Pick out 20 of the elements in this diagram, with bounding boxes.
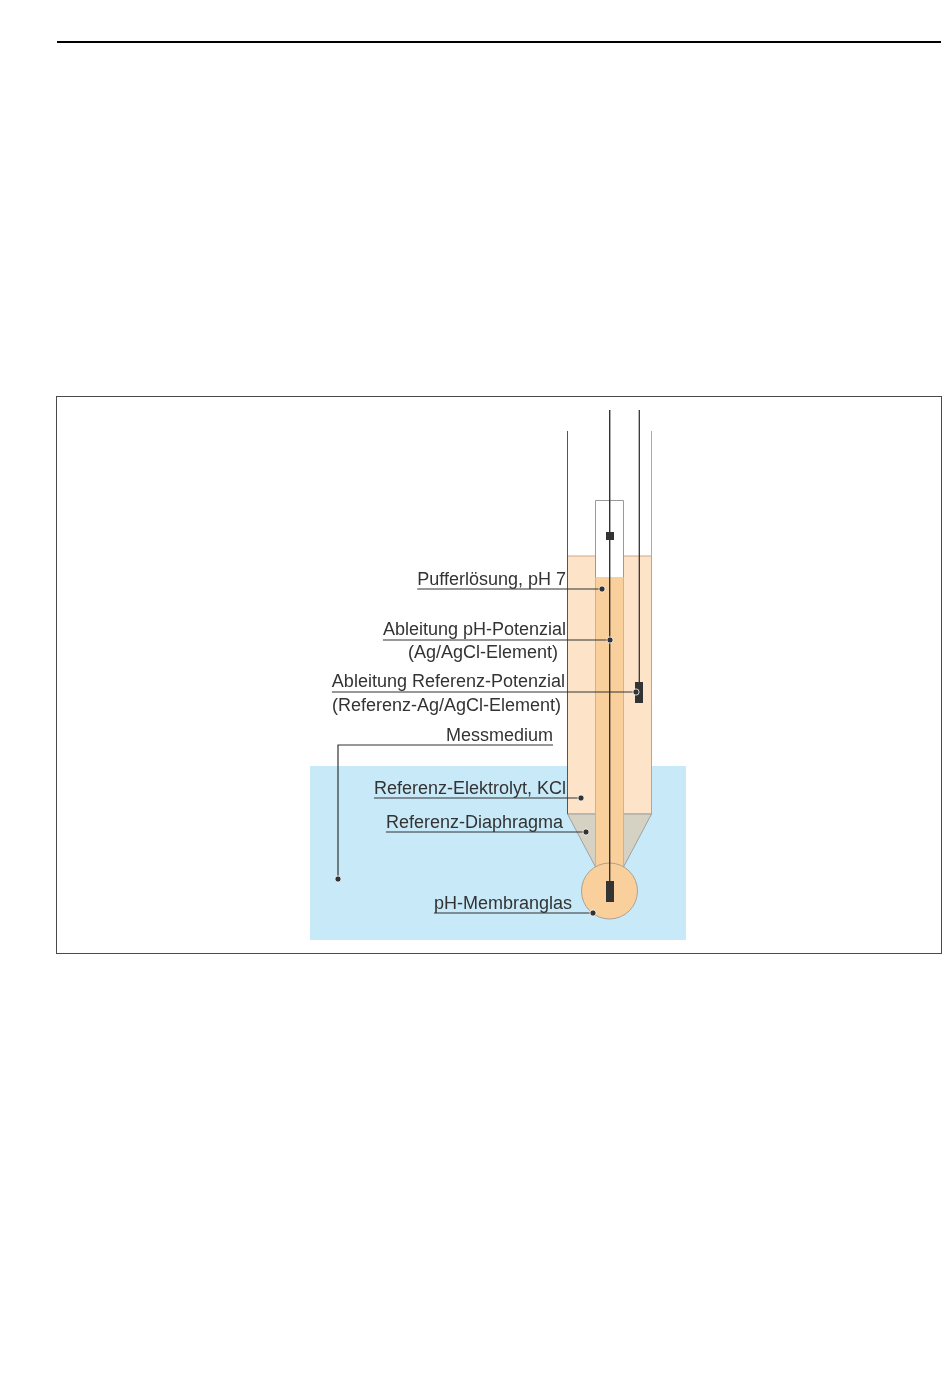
leader-line bbox=[382, 636, 614, 644]
leader-line bbox=[385, 828, 590, 836]
callout-label: Pufferlösung, pH 7 bbox=[417, 569, 566, 589]
callout-label: Ableitung pH-Potenzial bbox=[382, 619, 566, 639]
leader-line bbox=[433, 909, 597, 917]
callout-label: (Ag/AgCl-Element) bbox=[407, 642, 558, 662]
callout-label: pH-Membranglas bbox=[433, 893, 572, 913]
callout-label: Referenz-Diaphragma bbox=[385, 812, 563, 832]
callout-label: (Referenz-Ag/AgCl-Element) bbox=[331, 695, 561, 715]
leader-line bbox=[331, 688, 640, 696]
callout-label: Messmedium bbox=[445, 725, 553, 745]
callout-label: Ableitung Referenz-Potenzial bbox=[331, 671, 565, 691]
leader-line bbox=[334, 744, 554, 883]
lead-wire bbox=[609, 410, 611, 882]
reference-element bbox=[635, 682, 643, 703]
callout-label: Referenz-Elektrolyt, KCl bbox=[373, 778, 566, 798]
diaphragm-cone bbox=[567, 813, 652, 868]
leader-line bbox=[373, 794, 585, 802]
membrane-bulb bbox=[581, 862, 638, 920]
leader-line bbox=[416, 585, 606, 593]
